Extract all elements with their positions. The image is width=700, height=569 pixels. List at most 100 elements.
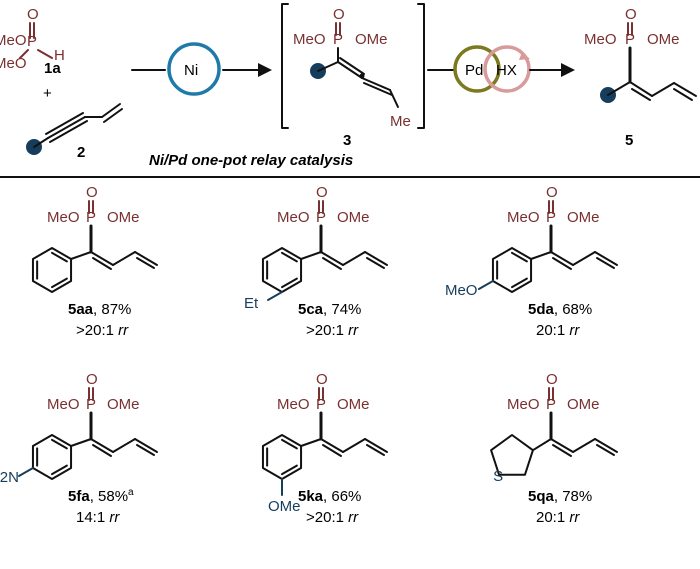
product-o-label: O	[316, 184, 328, 201]
ni-catalyst-ring-icon	[167, 42, 221, 96]
reagent-1a: O MeO P H MeO 1a	[0, 6, 65, 77]
intermediate-o: O	[333, 6, 345, 23]
plus-sign: +	[43, 85, 52, 102]
rr-unit: rr	[118, 322, 129, 339]
hx-cycle-arrowhead-icon	[519, 52, 530, 60]
product-o-label: O	[316, 371, 328, 388]
product-ome-label: OMe	[337, 209, 370, 226]
product-o: O	[625, 6, 637, 23]
yield-value: , 87%	[93, 301, 131, 318]
reagent-1a-meo-top: MeO	[0, 32, 27, 49]
pd-label: Pd	[465, 62, 483, 79]
arrow-1-head-icon	[258, 63, 272, 77]
product-ome-label: OMe	[107, 396, 140, 413]
regio-ratio: >20:1 rr	[76, 322, 129, 339]
allene-bond	[337, 61, 363, 79]
aryl-ring-icon	[31, 434, 73, 480]
regio-ratio: >20:1 rr	[306, 509, 359, 526]
reagent-1a-pome-bond	[19, 49, 29, 59]
product-5: O MeO P OMe 5	[584, 6, 697, 149]
product-p-label: P	[316, 396, 326, 413]
product-p: P	[625, 31, 635, 48]
yield-value: , 78%	[554, 488, 592, 505]
product-ome-label: OMe	[567, 209, 600, 226]
regio-ratio: 20:1 rr	[536, 509, 580, 526]
product-p-label: P	[546, 396, 556, 413]
substituent-label: MeO	[445, 282, 478, 299]
product-meo-label: MeO	[47, 209, 80, 226]
rr-unit: rr	[348, 509, 359, 526]
product-meo-label: MeO	[277, 209, 310, 226]
hx-cycle-ring-icon	[483, 45, 531, 93]
aryl-ring-icon	[261, 247, 303, 293]
product-o-label: O	[546, 371, 558, 388]
product-p-label: P	[316, 209, 326, 226]
product-p-label: P	[86, 396, 96, 413]
bracket-left	[281, 3, 289, 129]
product-o-label: O	[86, 371, 98, 388]
thiophene-sulfur-label: S	[493, 468, 503, 485]
product-ome-label: OMe	[107, 209, 140, 226]
reagent-2-label: 2	[77, 144, 85, 161]
product-o-label: O	[86, 184, 98, 201]
product-p-label: P	[546, 209, 556, 226]
intermediate-ome: OMe	[355, 31, 388, 48]
compound-id: 5qa	[528, 488, 555, 505]
reagent-1a-ph-bond	[37, 49, 53, 59]
substituent-label: H2N	[0, 469, 19, 486]
product-meo: MeO	[584, 31, 617, 48]
compound-id: 5ka	[298, 488, 324, 505]
intermediate-3: O MeO P OMe Me 3	[293, 6, 411, 149]
rr-value: 20:1	[536, 322, 569, 339]
rr-value: >20:1	[76, 322, 118, 339]
compound-id: 5ca	[298, 301, 324, 318]
product-ome: OMe	[647, 31, 680, 48]
compound-id: 5da	[528, 301, 555, 318]
yield-value: , 74%	[323, 301, 361, 318]
substituent-label: Et	[244, 295, 259, 312]
substituent-label: OMe	[268, 498, 301, 515]
intermediate-label: 3	[343, 132, 351, 149]
intermediate-me: Me	[390, 113, 411, 130]
regio-ratio: >20:1 rr	[306, 322, 359, 339]
compound-id: 5fa	[68, 488, 90, 505]
yield-value: , 58%	[90, 488, 128, 505]
ni-label: Ni	[184, 62, 198, 79]
yield-caption: 5aa, 87%	[68, 301, 131, 318]
product-meo-label: MeO	[507, 209, 540, 226]
arrow-2-head-icon	[561, 63, 575, 77]
regio-ratio: 14:1 rr	[76, 509, 120, 526]
yield-value: , 66%	[323, 488, 361, 505]
aryl-ring-icon	[261, 434, 303, 480]
aryl-ring-icon	[490, 434, 534, 476]
aryl-ring-icon	[491, 247, 533, 293]
rr-value: >20:1	[306, 509, 348, 526]
rr-value: 20:1	[536, 509, 569, 526]
reagent-1a-p: P	[27, 33, 37, 50]
product-meo-label: MeO	[47, 396, 80, 413]
reagent-1a-meo-bottom: MeO	[0, 55, 27, 72]
reagent-1a-label: 1a	[44, 60, 61, 77]
yield-footnote: a	[128, 487, 134, 498]
aryl-ring-icon	[31, 247, 73, 293]
reagent-1a-h: H	[54, 47, 65, 64]
intermediate-p: P	[333, 31, 343, 48]
yield-caption: 5ka, 66%	[298, 488, 361, 505]
yield-caption: 5ca, 74%	[298, 301, 361, 318]
rr-unit: rr	[109, 509, 120, 526]
rr-value: 14:1	[76, 509, 109, 526]
intermediate-meo: MeO	[293, 31, 326, 48]
product-o-label: O	[546, 184, 558, 201]
scheme-caption: Ni/Pd one-pot relay catalysis	[149, 152, 353, 169]
yield-caption: 5da, 68%	[528, 301, 592, 318]
rr-value: >20:1	[306, 322, 348, 339]
product-meo-label: MeO	[277, 396, 310, 413]
bracket-right	[417, 3, 425, 129]
rr-unit: rr	[348, 322, 359, 339]
